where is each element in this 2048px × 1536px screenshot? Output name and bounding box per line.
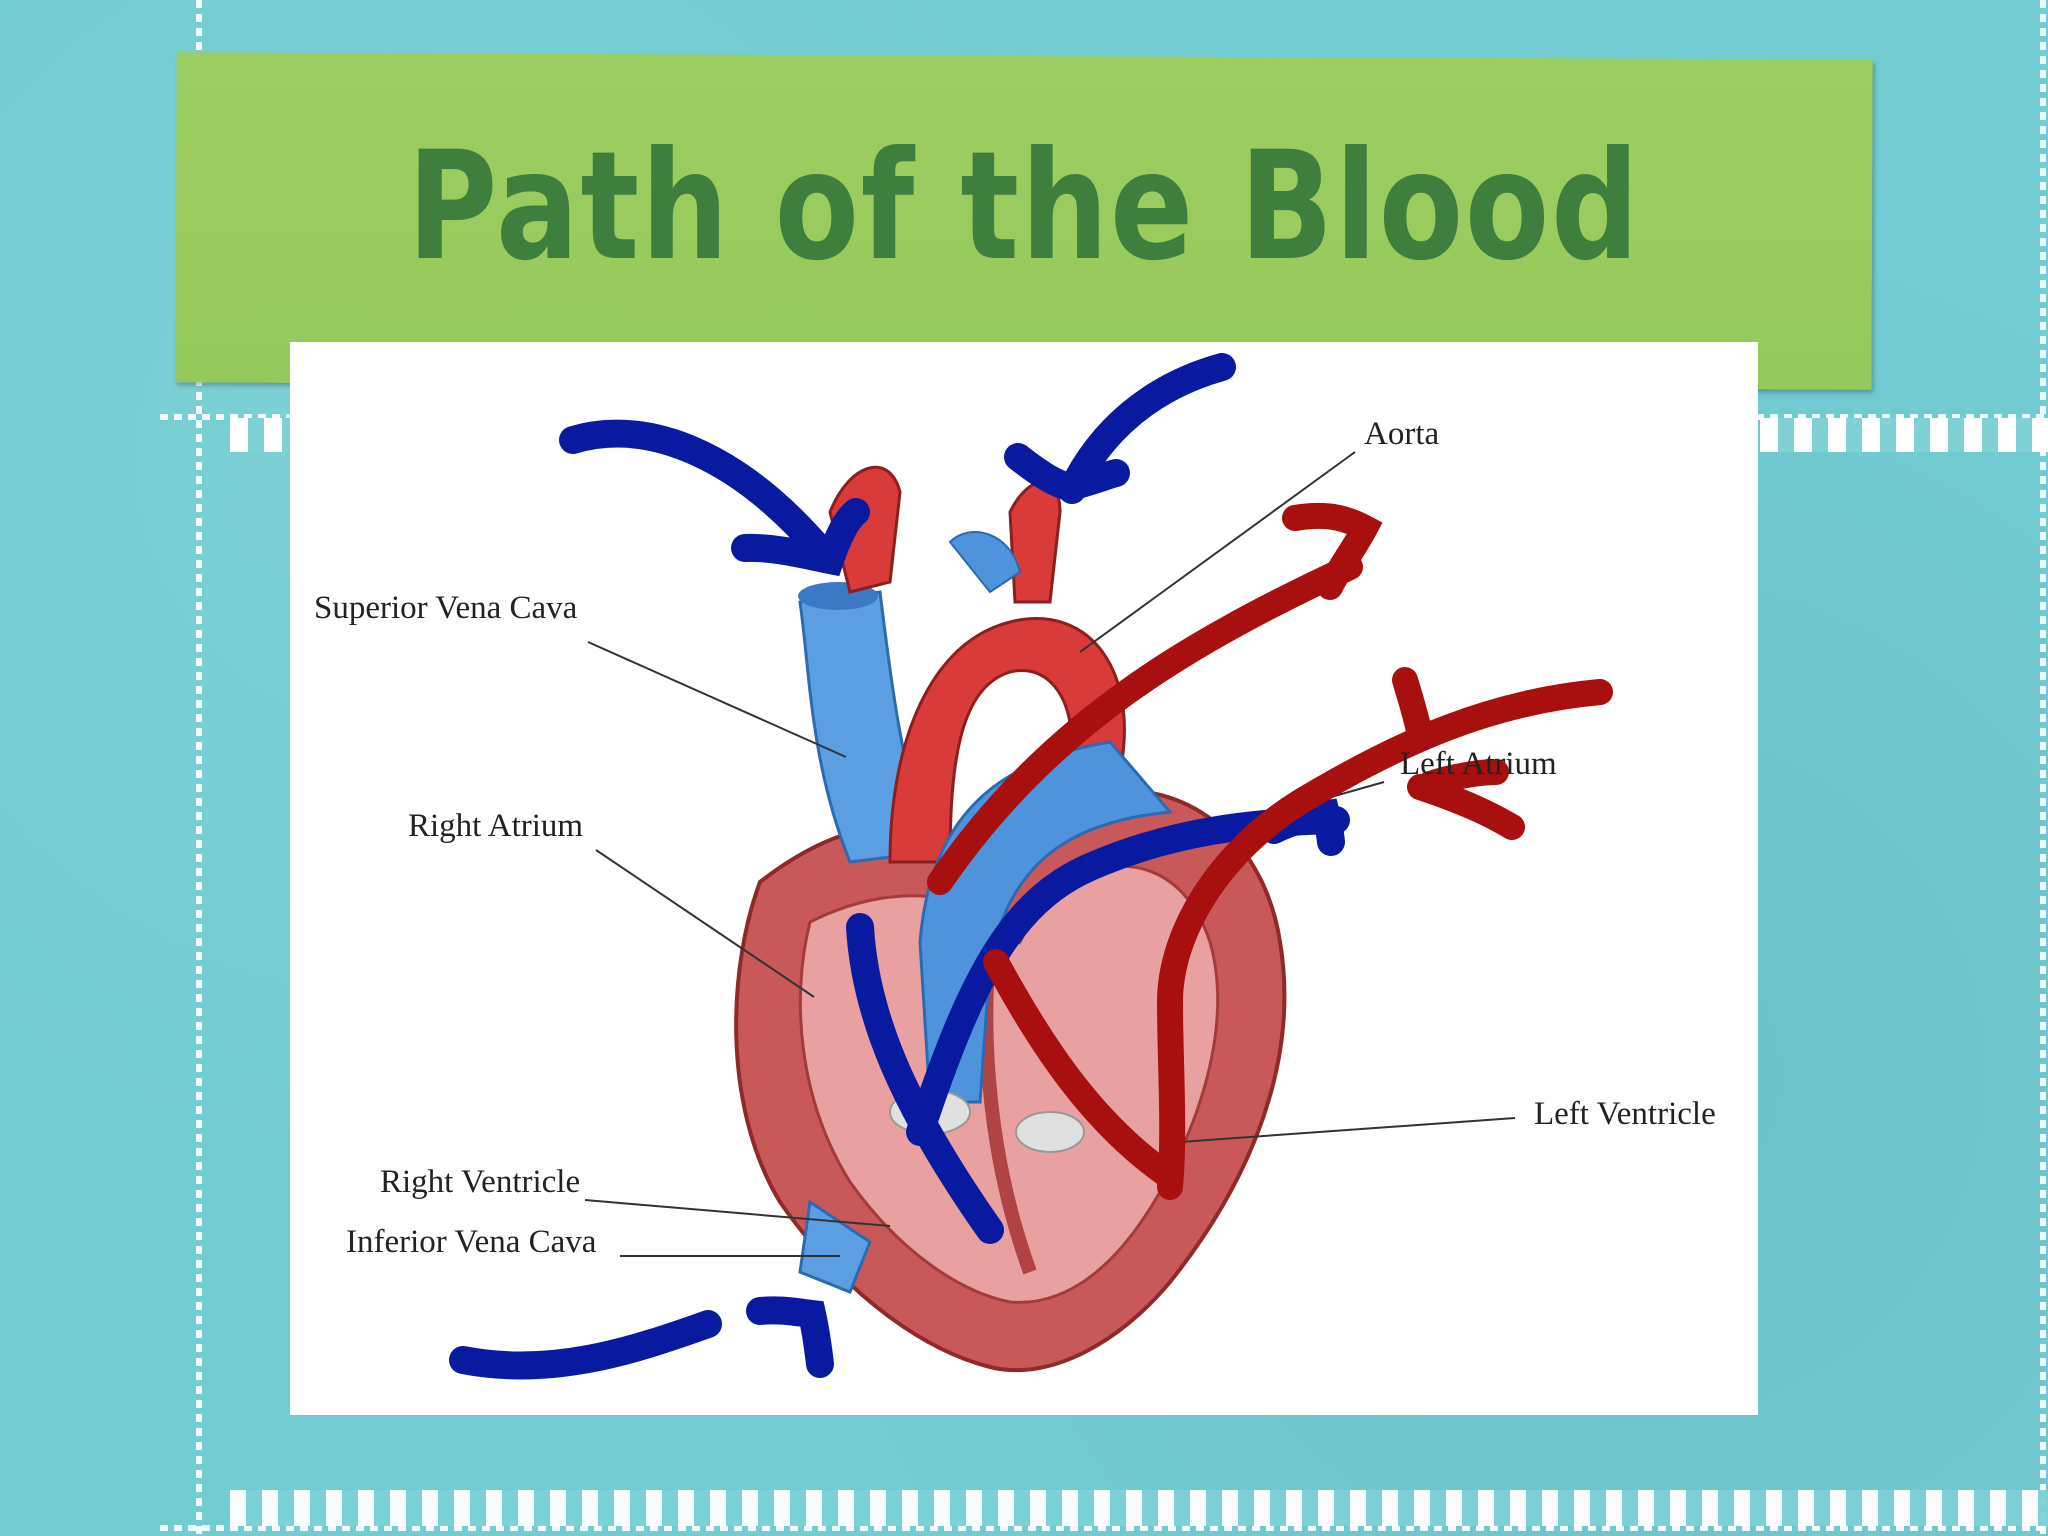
label-right-ventricle: Right Ventricle [380,1164,581,1200]
decor-band-bottom [230,1490,2048,1526]
decor-band-left [230,418,290,452]
label-inferior-vena-cava: Inferior Vena Cava [346,1224,597,1260]
decor-band-right [1760,418,2048,452]
stitch-line-left [196,0,202,1536]
slide-title: Path of the Blood [407,120,1641,294]
oxygenated-flow-arrows [927,502,1613,1200]
label-aorta: Aorta [1364,416,1440,452]
label-superior-vena-cava: Superior Vena Cava [314,590,578,626]
stitch-line-right [2040,0,2046,1536]
stitch-line-bottom [160,1525,2048,1531]
label-left-atrium: Left Atrium [1400,746,1557,782]
heart-illustration [449,353,1613,1380]
heart-diagram: Aorta Superior Vena Cava Left Atrium Rig… [290,342,1758,1415]
label-left-ventricle: Left Ventricle [1534,1096,1716,1132]
label-right-atrium: Right Atrium [408,808,584,844]
